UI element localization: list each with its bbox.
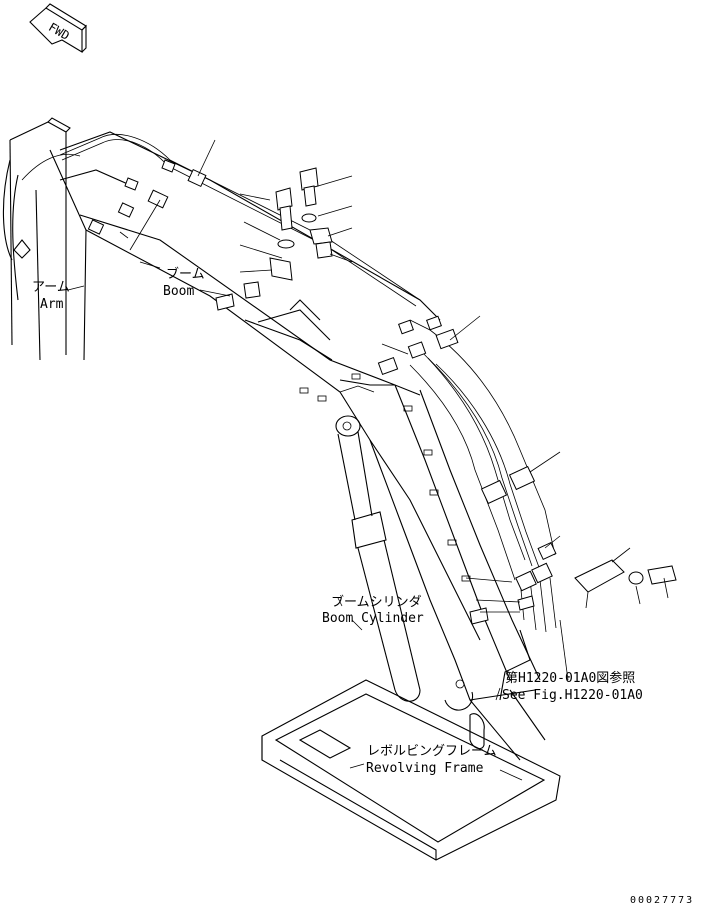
reference-label-en: See Fig.H1220-01A0 bbox=[502, 688, 643, 703]
boom-label-jp: ブーム bbox=[166, 267, 205, 282]
fwd-arrow-icon: FWD bbox=[29, 3, 87, 53]
revolving-frame-label-en: Revolving Frame bbox=[366, 761, 484, 776]
reference-label-jp: 第H1220-01A0図参照 bbox=[505, 671, 636, 686]
arm-label-jp: アーム bbox=[32, 280, 70, 295]
boom-cylinder-label-jp: ブームシリンダ bbox=[331, 595, 422, 610]
revolving-frame bbox=[261, 679, 561, 861]
fwd-text: FWD bbox=[46, 20, 72, 43]
drawing-number: 00027773 bbox=[630, 895, 695, 906]
boom-cylinder bbox=[335, 415, 421, 702]
arm-label-en: Arm bbox=[40, 297, 64, 312]
revolving-frame-label-jp: レボルビングフレーム bbox=[367, 744, 497, 759]
fittings bbox=[87, 159, 677, 625]
leader-lines bbox=[67, 139, 669, 781]
boom-label-en: Boom bbox=[163, 284, 195, 299]
boom-cylinder-label-en: Boom Cylinder bbox=[322, 611, 424, 626]
